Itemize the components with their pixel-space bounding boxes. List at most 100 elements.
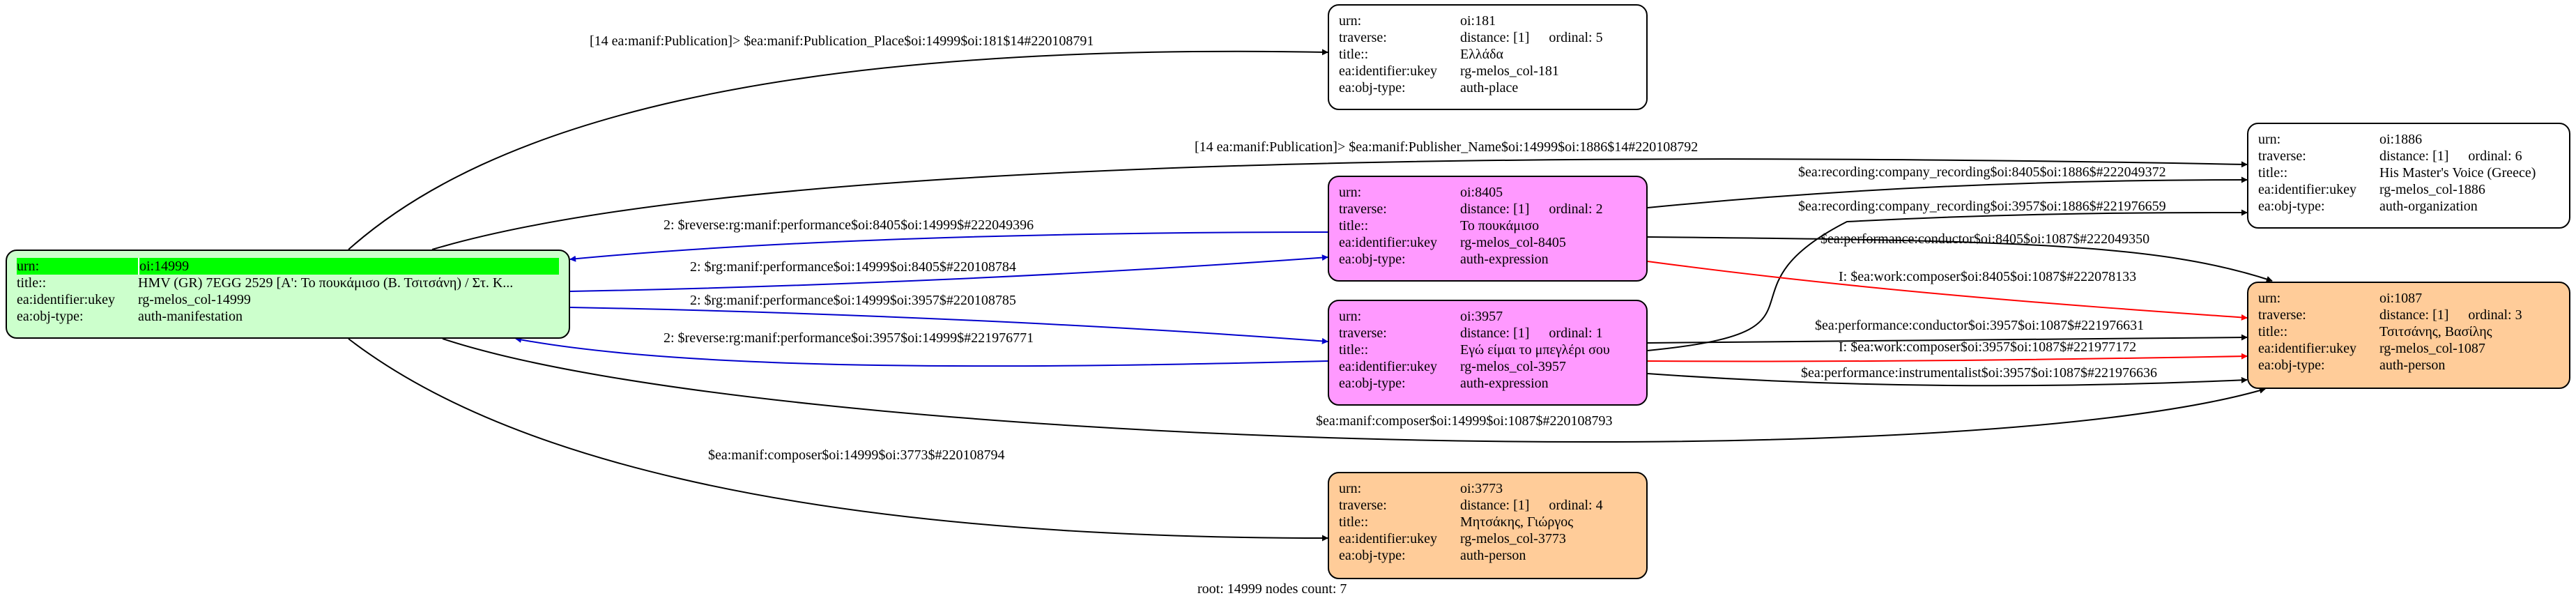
field-key: urn: — [2258, 132, 2281, 147]
field-key: traverse: — [1339, 498, 1387, 513]
urn-value: oi:1087 — [2379, 291, 2423, 306]
edge-reverse-performance-8405 — [569, 231, 1328, 262]
node-title-row: title::Τσιτσάνης, Βασίλης — [2258, 323, 2559, 340]
title-value: Εγώ είμαι το μπεγλέρι σου — [1460, 342, 1610, 358]
node-urn-row: urn: oi:1087 — [2258, 290, 2559, 307]
node-urn-row: urn: oi:1886 — [2258, 131, 2559, 148]
node-title-row: title::His Master's Voice (Greece) — [2258, 164, 2559, 181]
distance-value: distance: [1] — [1460, 30, 1530, 45]
node-title-row: title::Ελλάδα — [1339, 46, 1636, 63]
field-key: ea:obj-type: — [17, 309, 84, 324]
edge-reverse-performance-3957 — [515, 337, 1328, 367]
field-key: title:: — [1339, 342, 1369, 358]
node-8405[interactable]: urn:oi:8405 traverse:distance: [1]ordina… — [1328, 176, 1648, 282]
type-value: auth-organization — [2379, 199, 2478, 214]
ukey-value: rg-melos_col-1886 — [2379, 182, 2485, 197]
graph-footer: root: 14999 nodes count: 7 — [1197, 581, 1347, 597]
field-key: ea:obj-type: — [1339, 376, 1406, 391]
field-key: traverse: — [1339, 326, 1387, 341]
field-key: title:: — [2258, 165, 2288, 181]
ukey-value: rg-melos_col-1087 — [2379, 341, 2485, 356]
field-key: traverse: — [2258, 148, 2306, 164]
field-key: ea:obj-type: — [2258, 358, 2325, 373]
ukey-value: rg-melos_col-3773 — [1460, 531, 1566, 546]
edge-composer-work-8405 — [1647, 261, 2248, 321]
edge-label-composer-work-3957: I: $ea:work:composer$oi:3957$oi:1087$#22… — [1839, 339, 2137, 355]
node-type-row: ea:obj-type: auth-person — [2258, 357, 2559, 374]
node-title-row: title::Το πουκάμισο — [1339, 217, 1636, 234]
edge-publisher-name — [431, 158, 2248, 250]
ukey-value: rg-melos_col-3957 — [1460, 359, 1566, 374]
field-key: urn: — [1339, 481, 1362, 496]
field-key: urn: — [2258, 291, 2281, 306]
field-key: title:: — [2258, 324, 2288, 339]
field-key: ea:identifier:ukey — [2258, 341, 2357, 356]
node-1087[interactable]: urn: oi:1087 traverse:distance: [1]ordina… — [2247, 282, 2570, 389]
node-traverse-row: traverse:distance: [1]ordinal: 3 — [2258, 307, 2559, 323]
edge-composer-work-3957 — [1647, 353, 2248, 362]
type-value: auth-expression — [1460, 252, 1549, 267]
node-ukey-row: ea:identifier:ukey rg-melos_col-1087 — [2258, 340, 2559, 357]
node-3957[interactable]: urn:oi:3957 traverse:distance: [1]ordina… — [1328, 300, 1648, 406]
edge-label-instrumentalist-3957: $ea:performance:instrumentalist$oi:3957$… — [1801, 365, 2158, 381]
edge-label-reverse-performance-8405: 2: $reverse:rg:manif:performance$oi:8405… — [664, 217, 1034, 233]
node-3773[interactable]: urn:oi:3773 traverse:distance: [1]ordina… — [1328, 472, 1648, 579]
ukey-value: rg-melos_col-181 — [1460, 63, 1559, 79]
distance-value: distance: [1] — [2379, 307, 2449, 323]
edge-label-recording-3957: $ea:recording:company_recording$oi:3957$… — [1798, 199, 2166, 214]
node-urn-row: urn:oi:8405 — [1339, 184, 1636, 201]
distance-value: distance: [1] — [1460, 201, 1530, 217]
urn-value: oi:1886 — [2379, 132, 2423, 147]
node-title-row: title::Μητσάκης, Γιώργος — [1339, 514, 1636, 530]
node-type-row: ea:obj-type:auth-manifestation — [17, 308, 559, 325]
field-key: ea:identifier:ukey — [1339, 63, 1438, 79]
node-type-row: ea:obj-type: auth-expression — [1339, 375, 1636, 392]
type-value: auth-expression — [1460, 376, 1549, 391]
type-value: auth-person — [1460, 548, 1526, 563]
node-urn-row: urn: oi:3773 — [1339, 480, 1636, 497]
field-key: traverse: — [1339, 30, 1387, 45]
edge-label-manif-composer-1087: $ea:manif:composer$oi:14999$oi:1087$#220… — [1316, 413, 1613, 429]
field-key: ea:identifier:ukey — [2258, 182, 2357, 197]
field-key: ea:obj-type: — [1339, 548, 1406, 563]
edge-manif-composer-1087 — [442, 338, 2266, 443]
type-value: auth-person — [2379, 358, 2446, 373]
node-ukey-row: ea:identifier:ukey rg-melos_col-181 — [1339, 63, 1636, 79]
node-type-row: ea:obj-type: auth-person — [1339, 547, 1636, 564]
field-key: ea:obj-type: — [1339, 80, 1406, 95]
edge-label-performance-8405: 2: $rg:manif:performance$oi:14999$oi:840… — [690, 259, 1016, 275]
node-urn-row: urn:oi:3957 — [1339, 308, 1636, 325]
type-value: auth-place — [1460, 80, 1519, 95]
title-value: Τσιτσάνης, Βασίλης — [2379, 324, 2492, 339]
field-key: title:: — [17, 275, 47, 291]
ordinal-value: ordinal: 1 — [1549, 326, 1603, 341]
field-key: ea:obj-type: — [2258, 199, 2325, 214]
title-value: Το πουκάμισο — [1460, 218, 1540, 233]
edge-label-publication-place: [14 ea:manif:Publication]> $ea:manif:Pub… — [590, 33, 1094, 49]
title-value: HMV (GR) 7EGG 2529 [A': Το πουκάμισο (Β.… — [138, 275, 514, 291]
field-key: ea:identifier:ukey — [17, 292, 116, 307]
urn-value: oi:3773 — [1460, 481, 1503, 496]
node-14999[interactable]: urn:oi:14999 title::HMV (GR) 7EGG 2529 [… — [6, 250, 570, 339]
edge-conductor-8405 — [1647, 236, 2273, 282]
field-key: ea:obj-type: — [1339, 252, 1406, 267]
distance-value: distance: [1] — [1460, 498, 1530, 513]
edge-label-performance-3957: 2: $rg:manif:performance$oi:14999$oi:395… — [690, 293, 1016, 308]
node-type-row: ea:obj-type: auth-place — [1339, 79, 1636, 96]
edge-label-conductor-3957: $ea:performance:conductor$oi:3957$oi:108… — [1815, 318, 2145, 333]
node-urn-row: urn:oi:181 — [1339, 13, 1636, 29]
distance-value: distance: [1] — [2379, 148, 2449, 164]
edge-label-manif-composer-3773: $ea:manif:composer$oi:14999$oi:3773$#220… — [708, 447, 1005, 463]
node-type-row: ea:obj-type: auth-expression — [1339, 251, 1636, 268]
node-traverse-row: traverse:distance: [1]ordinal: 1 — [1339, 325, 1636, 342]
edge-label-recording-8405: $ea:recording:company_recording$oi:8405$… — [1798, 164, 2166, 180]
edge-recording-3957 — [1647, 209, 2248, 351]
node-title-row: title::HMV (GR) 7EGG 2529 [A': Το πουκάμ… — [17, 275, 559, 291]
node-181[interactable]: urn:oi:181 traverse:distance: [1]ordinal… — [1328, 4, 1648, 110]
title-value: Ελλάδα — [1460, 47, 1503, 62]
node-1886[interactable]: urn:oi:1886 traverse:distance: [1]ordina… — [2247, 123, 2570, 229]
field-key: urn: — [1339, 13, 1362, 29]
